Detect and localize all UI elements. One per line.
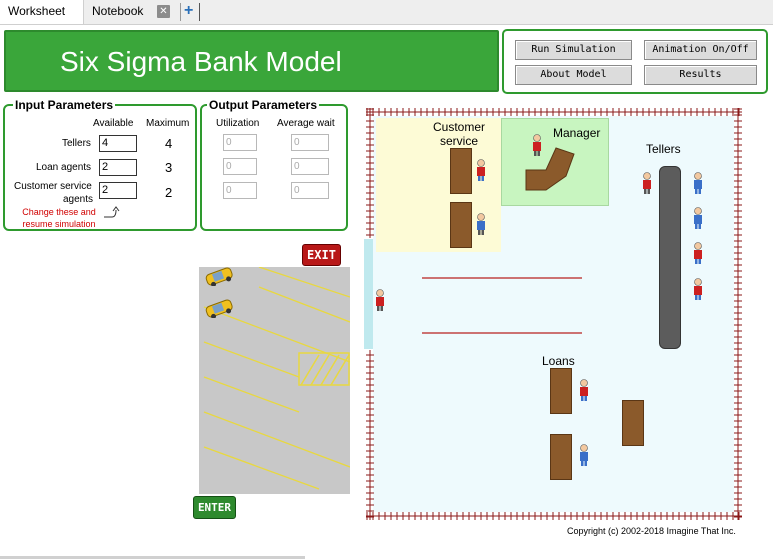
tab-notebook[interactable]: Notebook (92, 4, 144, 18)
customer-person-icon (694, 172, 702, 194)
tab-divider (180, 3, 181, 21)
tellers-label: Tellers (646, 142, 681, 156)
loan-agent-person-icon (580, 444, 588, 466)
taxi-icon (205, 267, 233, 286)
service-desk (450, 148, 472, 194)
close-tab-icon[interactable]: ✕ (157, 5, 170, 18)
loan-agents-maximum: 3 (165, 160, 173, 175)
loan-agents-label: Loan agents (36, 162, 92, 173)
agent-person-icon (477, 213, 485, 235)
horizontal-scrollbar[interactable] (0, 556, 305, 559)
teller-person-icon (643, 172, 651, 194)
parking-lines (203, 267, 350, 490)
manager-desk (525, 147, 575, 191)
tab-worksheet[interactable]: Worksheet (0, 0, 84, 24)
copyright-text: Copyright (c) 2002-2018 Imagine That Inc… (567, 526, 736, 536)
loan-agent-person-icon (580, 379, 588, 401)
about-model-button[interactable]: About Model (515, 65, 632, 85)
run-simulation-button[interactable]: Run Simulation (515, 40, 632, 60)
tellers-available-input[interactable]: 4 (99, 135, 137, 152)
control-panel (502, 29, 768, 94)
agent-person-icon (477, 159, 485, 181)
loan-wait-output: 0 (291, 158, 329, 175)
tellers-maximum: 4 (165, 136, 173, 151)
output-parameters-title: Output Parameters (207, 98, 320, 112)
loans-label: Loans (542, 354, 575, 368)
customer-service-maximum: 2 (165, 185, 173, 200)
customer-service-available-input[interactable]: 2 (99, 182, 137, 199)
loan-desk (550, 434, 572, 480)
tellers-wait-output: 0 (291, 134, 329, 151)
title-banner (4, 30, 499, 92)
curved-arrow-icon (104, 206, 120, 218)
manager-person-icon (533, 134, 541, 156)
utilization-header: Utilization (216, 118, 260, 129)
cs-wait-output: 0 (291, 182, 329, 199)
available-header: Available (93, 118, 134, 129)
cs-utilization-output: 0 (223, 182, 257, 199)
service-desk (450, 202, 472, 248)
bank-entrance (364, 239, 374, 349)
customer-person-icon (694, 207, 702, 229)
tellers-label: Tellers (62, 138, 91, 149)
customer-service-label: Customer service (14, 181, 92, 192)
customer-person-icon (376, 289, 384, 311)
maximum-header: Maximum (146, 118, 190, 129)
loan-utilization-output: 0 (223, 158, 257, 175)
page-title: Six Sigma Bank Model (60, 46, 342, 77)
enter-sign: ENTER (193, 496, 236, 519)
taxi-icon (205, 299, 233, 318)
teller-counter (659, 166, 681, 349)
tab-strip: Worksheet Notebook ✕ + (0, 0, 773, 25)
results-button[interactable]: Results (644, 65, 757, 85)
average-wait-header: Average wait (277, 118, 335, 129)
customer-service-label-line2: agents (63, 194, 94, 205)
loan-agents-available-input[interactable]: 2 (99, 159, 137, 176)
add-tab-icon[interactable]: + (184, 2, 194, 19)
loan-desk (550, 368, 572, 414)
customer-person-icon (694, 278, 702, 300)
loan-desk (622, 400, 644, 446)
tellers-utilization-output: 0 (223, 134, 257, 151)
animation-toggle-button[interactable]: Animation On/Off (644, 40, 757, 60)
bank-fence (366, 108, 742, 520)
customer-service-label: Customer service (433, 120, 486, 148)
manager-label: Manager (553, 126, 601, 140)
tab-divider (199, 3, 200, 21)
exit-sign: EXIT (302, 244, 341, 266)
change-note: Change these and resume simulation (22, 207, 96, 229)
input-parameters-title: Input Parameters (13, 98, 116, 112)
customer-person-icon (694, 242, 702, 264)
